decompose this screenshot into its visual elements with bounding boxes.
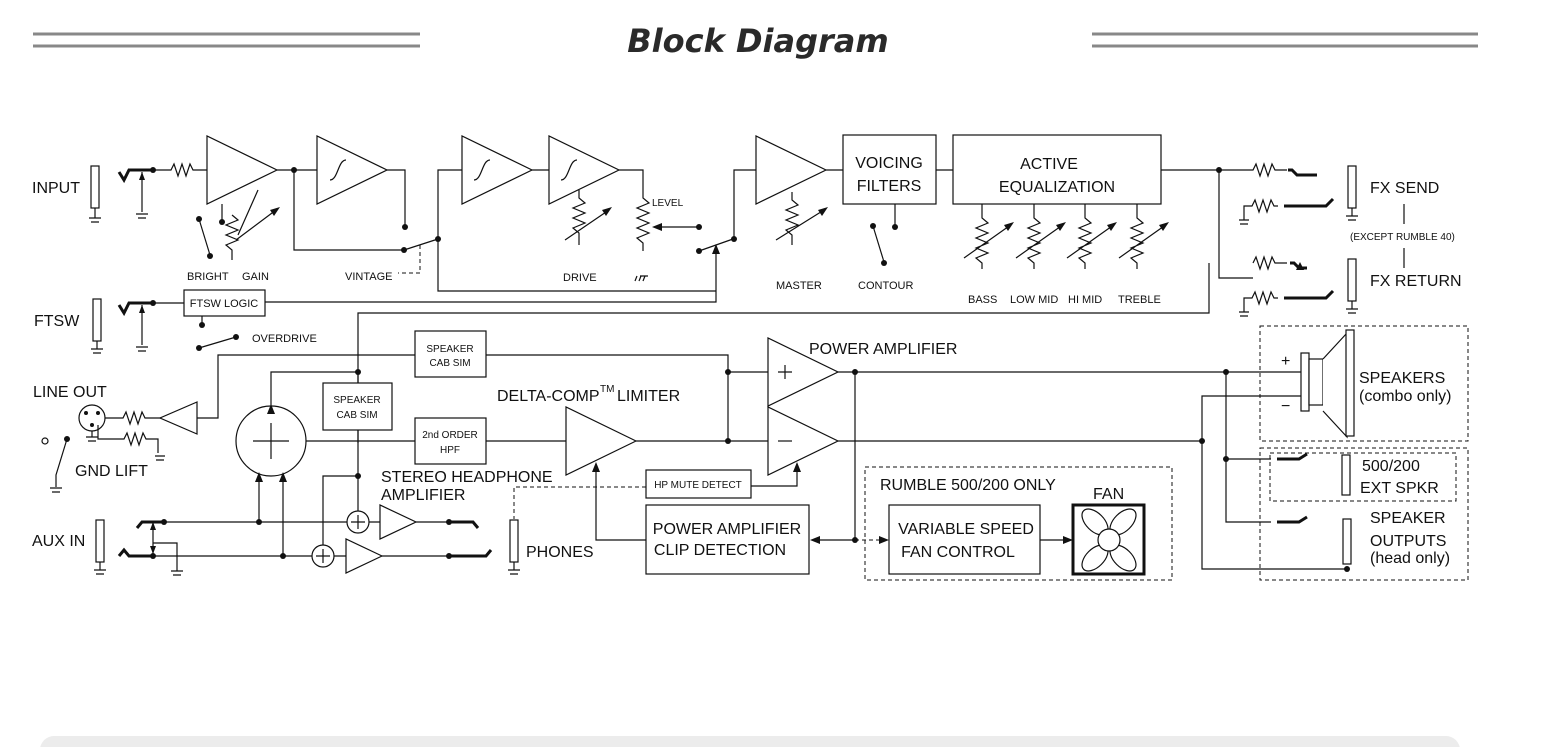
fan-control-block: [888, 504, 1041, 575]
cab-sim-2-label-b: CAB SIM: [336, 410, 377, 421]
spk-out-label-1: SPEAKER: [1370, 510, 1446, 527]
fan-ctrl-label-1: VARIABLE SPEED: [898, 521, 1034, 538]
ftsw-jack-icon: [92, 298, 102, 342]
speakers-label-2: (combo only): [1359, 388, 1451, 405]
input-jack-contact: [117, 168, 153, 184]
line-out-label: LINE OUT: [33, 384, 107, 401]
speaker-output-jack-icon: [1342, 518, 1352, 565]
cab-sim-1-label-b: CAB SIM: [429, 358, 470, 369]
fx-return-label: FX RETURN: [1370, 273, 1462, 290]
gnd-lift-label: GND LIFT: [75, 463, 148, 480]
active-eq-block: [952, 134, 1162, 205]
drive-label: DRIVE: [563, 272, 597, 284]
treble-label: TREBLE: [1118, 294, 1161, 306]
plus-sign: +: [1281, 353, 1290, 370]
limiter-label: DELTA-COMP: [497, 388, 600, 405]
fx-note-label: (EXCEPT RUMBLE 40): [1350, 232, 1455, 243]
ext-spkr-label-2: EXT SPKR: [1360, 480, 1439, 497]
drive-stage-2-triangle: [548, 135, 621, 205]
voicing-label-2: FILTERS: [857, 178, 922, 195]
level-label: LEVEL: [652, 198, 684, 209]
ext-spkr-region: [1269, 452, 1457, 502]
input-label: INPUT: [32, 180, 80, 197]
speakers-label-1: SPEAKERS: [1359, 370, 1445, 387]
power-amp-minus-triangle: [767, 406, 840, 476]
input-jack-icon: [90, 165, 100, 209]
master-triangle: [755, 135, 828, 205]
page-title: Block Diagram: [627, 22, 888, 60]
stereo-hp-label-2: AMPLIFIER: [381, 487, 465, 504]
clip-label-1: POWER AMPLIFIER: [653, 521, 801, 538]
hp-mute-detect-block: [645, 469, 752, 499]
fx-send-jack-icon: [1347, 165, 1357, 209]
limiter-triangle: [565, 406, 638, 476]
drive-stage-1-triangle: [461, 135, 534, 205]
limiter-suffix: LIMITER: [617, 388, 680, 405]
hpf-label-1: 2nd ORDER: [422, 430, 478, 441]
cab-sim-2-label-a: SPEAKER: [333, 395, 380, 406]
phones-jack-icon: [509, 519, 519, 563]
hp-amp-left-triangle: [379, 504, 418, 540]
stereo-hp-label-1: STEREO HEADPHONE: [381, 469, 553, 486]
spk-out-label-2: OUTPUTS: [1370, 533, 1446, 550]
ftsw-logic-label: FTSW LOGIC: [190, 298, 259, 310]
aux-in-jack-icon: [95, 519, 105, 563]
vintage-clipper-triangle: [316, 135, 389, 205]
power-amp-plus-triangle: [767, 337, 840, 407]
fan-ctrl-label-2: FAN CONTROL: [901, 544, 1015, 561]
speaker-icon: [1300, 329, 1355, 439]
overdrive-label: OVERDRIVE: [252, 333, 317, 345]
gain-label: GAIN: [242, 271, 269, 283]
cab-sim-1-label-a: SPEAKER: [426, 344, 473, 355]
clip-detection-block: [645, 504, 810, 575]
fan-label: FAN: [1093, 486, 1124, 503]
preamp-triangle: [206, 135, 279, 205]
aux-in-label: AUX IN: [32, 533, 85, 550]
xlr-jack-icon: [78, 404, 106, 432]
hp-mute-label: HP MUTE DETECT: [654, 480, 742, 491]
master-label: MASTER: [776, 280, 822, 292]
speaker-outputs-region: [1259, 447, 1469, 581]
hi-mid-label: HI MID: [1068, 294, 1102, 306]
spk-out-label-3: (head only): [1370, 550, 1450, 567]
line-out-buffer-triangle: [158, 401, 198, 435]
speaker-cab-sim-block-2: [322, 382, 393, 431]
ext-spkr-label-1: 500/200: [1362, 458, 1420, 475]
limiter-tm: TM: [600, 384, 614, 395]
hp-amp-right-triangle: [345, 538, 384, 574]
active-eq-label-1: ACTIVE: [1020, 156, 1078, 173]
speakers-region: [1259, 325, 1469, 442]
minus-sign: −: [1281, 398, 1290, 415]
voicing-label-1: VOICING: [855, 155, 923, 172]
ftsw-label: FTSW: [34, 313, 80, 330]
hpf-label-2: HPF: [440, 445, 460, 456]
ext-spkr-jack-icon: [1341, 454, 1351, 496]
rumble-only-label: RUMBLE 500/200 ONLY: [880, 477, 1056, 494]
bass-label: BASS: [968, 294, 997, 306]
header-rules: [33, 32, 1478, 48]
fan-icon: [1071, 503, 1146, 576]
low-mid-label: LOW MID: [1010, 294, 1058, 306]
hpf-block: [414, 417, 487, 465]
speaker-cab-sim-block-1: [414, 330, 487, 378]
bright-label: BRIGHT: [187, 271, 229, 283]
eq-potentiometers: [963, 204, 1169, 269]
fx-send-label: FX SEND: [1370, 180, 1439, 197]
fx-return-jack-icon: [1347, 258, 1357, 302]
contour-label: CONTOUR: [858, 280, 913, 292]
active-eq-label-2: EQUALIZATION: [999, 179, 1115, 196]
ftsw-logic-block: [183, 289, 266, 317]
phones-label: PHONES: [526, 544, 594, 561]
bottom-panel: [40, 736, 1460, 747]
ground-icon: [89, 208, 101, 223]
power-amp-label: POWER AMPLIFIER: [809, 341, 957, 358]
clip-label-2: CLIP DETECTION: [654, 542, 786, 559]
vintage-label: VINTAGE: [345, 271, 392, 283]
